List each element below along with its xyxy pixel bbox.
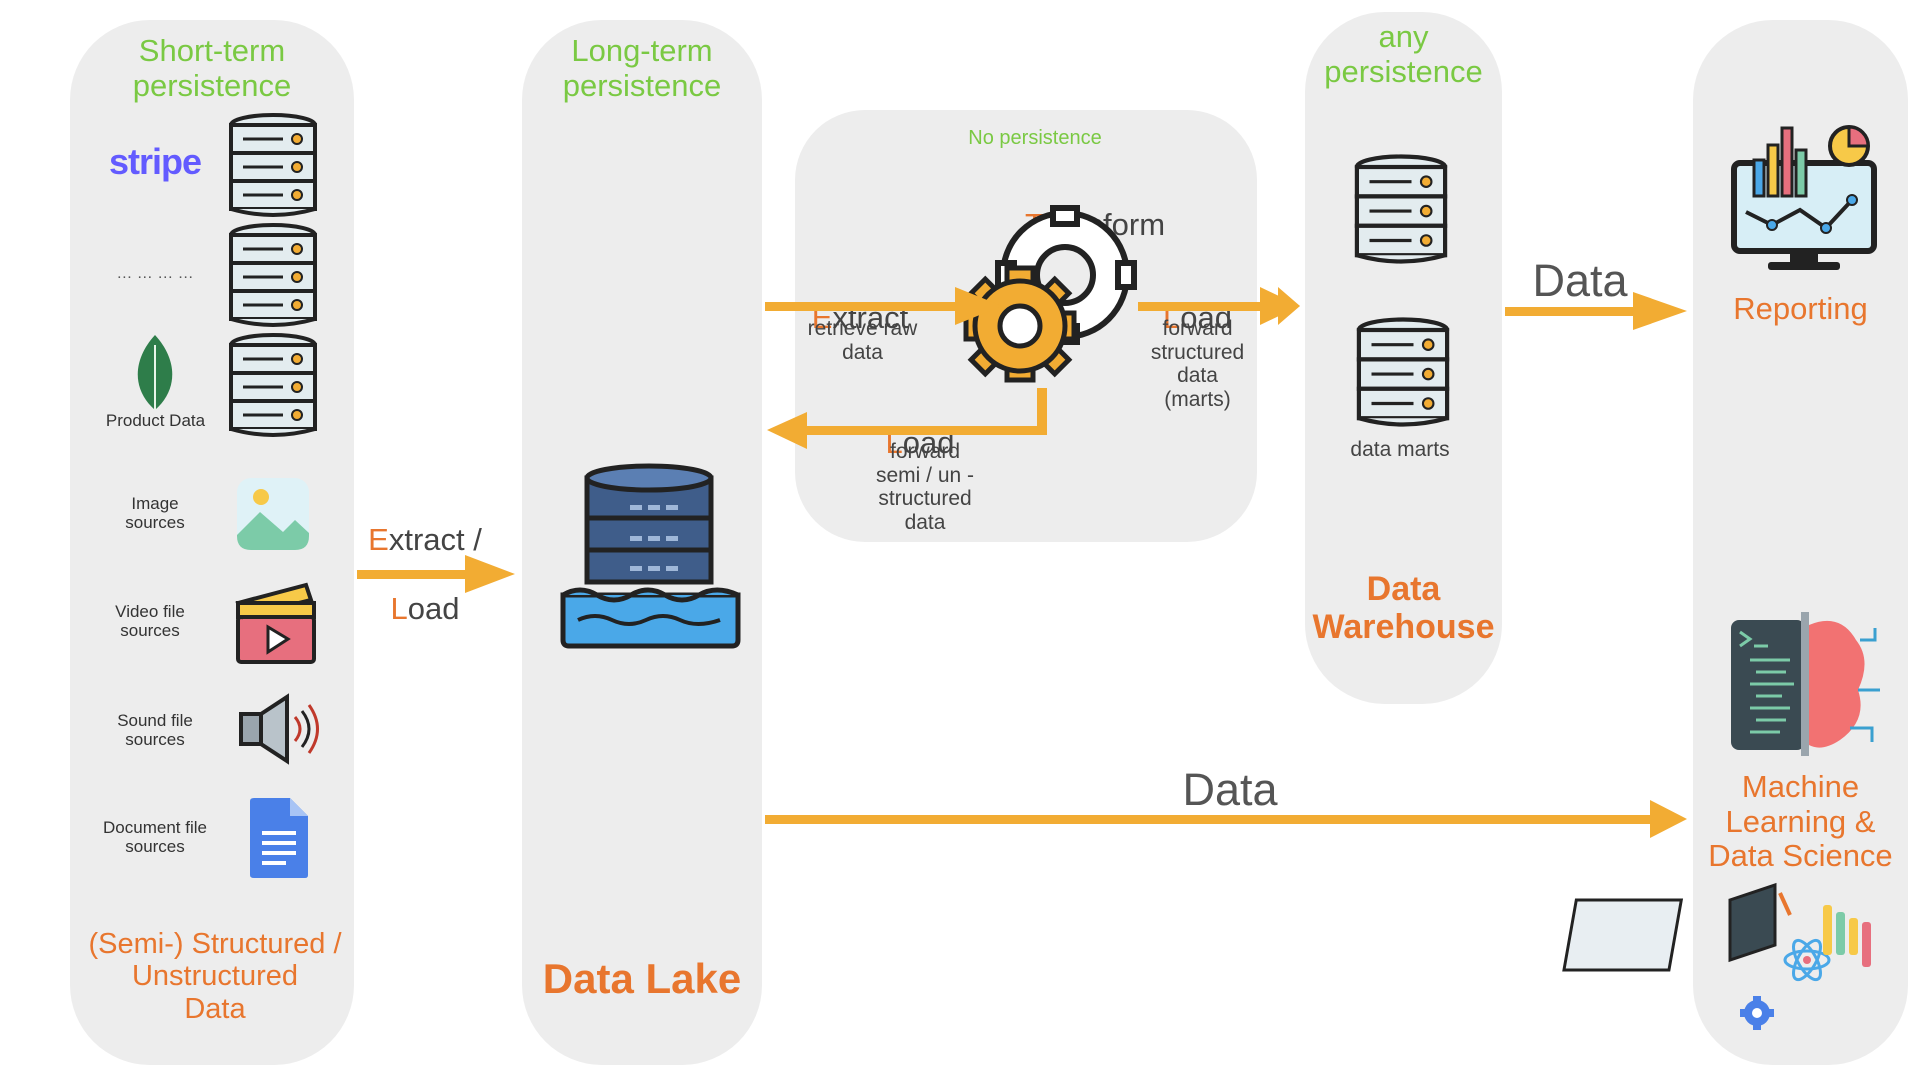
- short-term-persistence-header: Short-term persistence: [132, 33, 292, 103]
- database-icon: [229, 333, 317, 437]
- database-icon: [1357, 157, 1445, 262]
- any-persistence-header: any persistence: [1324, 19, 1483, 89]
- data-warehouse-title: Data Warehouse: [1312, 570, 1495, 647]
- extract-sublabel: retrieve raw data: [807, 317, 918, 364]
- mongodb-leaf-icon: [137, 335, 173, 410]
- arrow-extract-load: [357, 555, 515, 593]
- arrow-load-right: [1138, 287, 1300, 325]
- video-sources-label: Video file sources: [115, 602, 185, 641]
- load-right-sublabel: forward structured data (marts): [1150, 317, 1245, 411]
- database-icon: [229, 223, 317, 327]
- reporting-label: Reporting: [1733, 291, 1868, 326]
- document-icon: [250, 798, 308, 878]
- database-icon: [229, 113, 317, 217]
- load-back-sublabel: forward semi / un - structured data: [875, 440, 975, 534]
- science-workstation-icon: [1562, 882, 1871, 1030]
- ellipsis-label: … … … …: [116, 265, 194, 282]
- sound-sources-label: Sound file sources: [117, 711, 193, 750]
- data-label-top: Data: [1532, 255, 1628, 306]
- extract-load-label: Extract / Load: [368, 521, 482, 627]
- monitor-chart-icon: [1731, 125, 1877, 270]
- data-lake-title: Data Lake: [542, 955, 742, 1002]
- arrow-data-top: [1505, 292, 1687, 330]
- arrow-load-back: [767, 388, 1047, 449]
- data-label-bottom: Data: [1182, 764, 1278, 815]
- ml-data-science-label: Machine Learning & Data Science: [1708, 769, 1893, 874]
- clapperboard-icon: [235, 582, 316, 664]
- data-lake-icon: [560, 463, 741, 649]
- gear-icon: [963, 265, 1077, 383]
- arrow-data-bottom: [765, 800, 1687, 838]
- arrow-extract: [765, 287, 1002, 325]
- product-data-label: Product Data: [105, 411, 206, 430]
- database-icon: [1359, 320, 1447, 425]
- speaker-icon: [239, 693, 319, 765]
- sources-footer: (Semi-) Structured / Unstructured Data: [88, 928, 342, 1025]
- image-icon: [237, 478, 309, 550]
- stripe-logo: stripe: [108, 141, 202, 182]
- document-sources-label: Document file sources: [103, 818, 207, 857]
- brain-code-icon: [1731, 612, 1880, 756]
- image-sources-label: Image sources: [125, 494, 185, 533]
- no-persistence-header: No persistence: [968, 127, 1102, 149]
- long-term-persistence-header: Long-term persistence: [562, 33, 722, 103]
- data-marts-label: data marts: [1350, 438, 1450, 461]
